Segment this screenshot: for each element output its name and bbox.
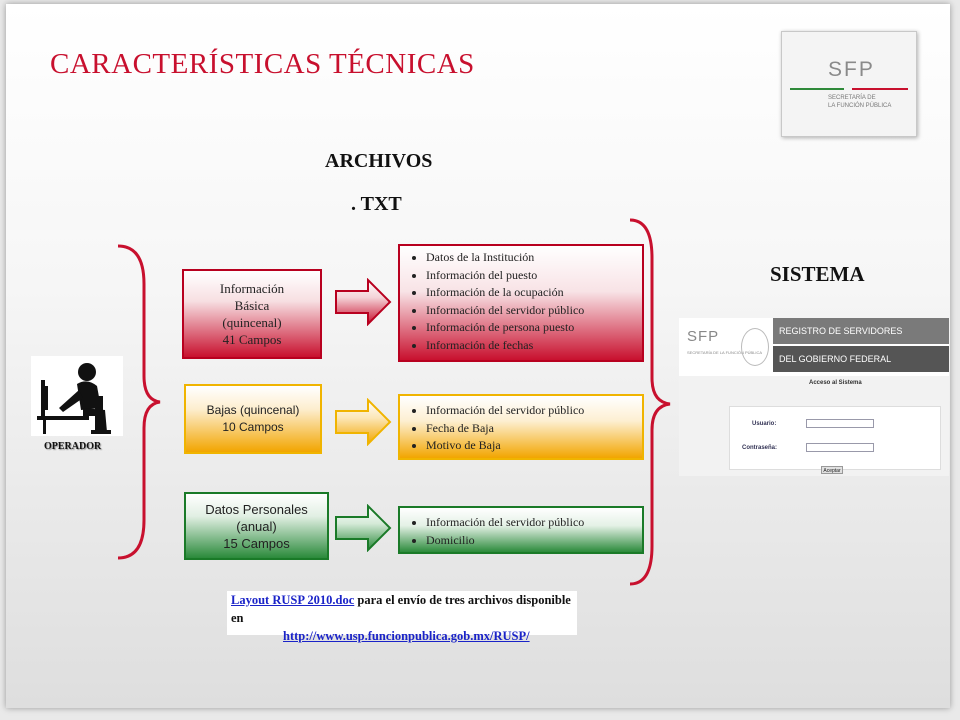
category-informacion-basica: Información Básica (quincenal) 41 Campos: [182, 269, 322, 359]
list-item: Motivo de Baja: [426, 437, 634, 455]
logo-red-line: [852, 88, 908, 90]
list-item: Domicilio: [426, 532, 634, 550]
category-bajas: Bajas (quincenal) 10 Campos: [184, 384, 322, 454]
archivos-heading: ARCHIVOS: [325, 150, 433, 172]
accept-button[interactable]: Aceptar: [821, 466, 843, 474]
layout-doc-link[interactable]: Layout RUSP 2010.doc: [231, 593, 355, 607]
slide: CARACTERÍSTICAS TÉCNICAS SFP SECRETARÍA …: [6, 4, 950, 708]
logo-subtitle-line2: LA FUNCIÓN PÚBLICA: [828, 103, 892, 109]
list-item: Datos de la Institución: [426, 249, 634, 267]
arrow-right-icon: [335, 504, 392, 552]
logo-subtitle: SECRETARÍA DE LA FUNCIÓN PÚBLICA: [828, 94, 891, 110]
category-line: Información: [219, 281, 285, 296]
sistema-heading: SISTEMA: [770, 262, 865, 286]
list-datos-personales: Información del servidor público Domicil…: [398, 506, 644, 554]
sfp-logo: SFP SECRETARÍA DE LA FUNCIÓN PÚBLICA: [781, 31, 917, 137]
password-input[interactable]: [806, 443, 874, 452]
list-item: Información del servidor público: [426, 402, 634, 420]
left-bracket: [118, 244, 161, 560]
category-line: (anual): [236, 518, 277, 534]
rusp-url-link[interactable]: http://www.usp.funcionpublica.gob.mx/RUS…: [283, 629, 530, 643]
list-item: Información del servidor público: [426, 514, 634, 532]
list-item: Fecha de Baja: [426, 420, 634, 438]
note-middle-text: para el envío de tres archivos disponibl…: [231, 593, 571, 625]
category-line: Básica: [234, 298, 270, 313]
list-bajas: Información del servidor público Fecha d…: [398, 394, 644, 460]
list-item: Información de fechas: [426, 337, 634, 355]
list-item: Información de persona puesto: [426, 319, 634, 337]
system-banner-line1: REGISTRO DE SERVIDORES PÚBLICOS: [773, 318, 949, 362]
category-line: Bajas (quincenal): [206, 403, 300, 417]
category-datos-personales: Datos Personales (anual) 15 Campos: [184, 492, 329, 560]
category-line: 41 Campos: [222, 332, 282, 347]
operator-icon: [37, 363, 111, 434]
password-label: Contraseña:: [742, 445, 778, 451]
system-screenshot: SFP SECRETARÍA DE LA FUNCIÓN PÚBLICA REG…: [679, 318, 949, 476]
system-header: SFP SECRETARÍA DE LA FUNCIÓN PÚBLICA REG…: [679, 318, 949, 374]
login-panel: Acceso al Sistema Usuario: Contraseña: A…: [679, 376, 949, 476]
user-input[interactable]: [806, 419, 874, 428]
txt-heading: . TXT: [351, 193, 402, 215]
download-note: Layout RUSP 2010.doc para el envío de tr…: [227, 591, 577, 643]
operator-image: [31, 356, 123, 436]
system-banner-line2: DEL GOBIERNO FEDERAL: [773, 346, 949, 372]
list-item: Información del servidor público: [426, 302, 634, 320]
seal-icon: [741, 328, 769, 366]
operator-label: OPERADOR: [44, 441, 102, 452]
login-form: Usuario: Contraseña:: [729, 406, 941, 470]
logo-text: SFP: [828, 58, 875, 81]
list-informacion-basica: Datos de la Institución Información del …: [398, 244, 644, 362]
category-line: 10 Campos: [222, 420, 284, 434]
category-line: Datos Personales: [205, 501, 308, 517]
logo-subtitle-line1: SECRETARÍA DE: [828, 95, 876, 101]
list-item: Información del puesto: [426, 267, 634, 285]
arrow-right-icon: [335, 278, 392, 326]
right-bracket: [630, 218, 671, 586]
page-title: CARACTERÍSTICAS TÉCNICAS: [50, 48, 475, 80]
user-label: Usuario:: [752, 421, 777, 427]
system-brand: SFP: [687, 328, 720, 345]
category-line: (quincenal): [222, 315, 282, 330]
list-item: Información de la ocupación: [426, 284, 634, 302]
arrow-right-icon: [335, 398, 392, 446]
access-title: Acceso al Sistema: [809, 380, 862, 386]
category-line: 15 Campos: [223, 535, 290, 551]
system-brand-sub: SECRETARÍA DE LA FUNCIÓN PÚBLICA: [687, 350, 763, 355]
logo-green-line: [790, 88, 844, 90]
